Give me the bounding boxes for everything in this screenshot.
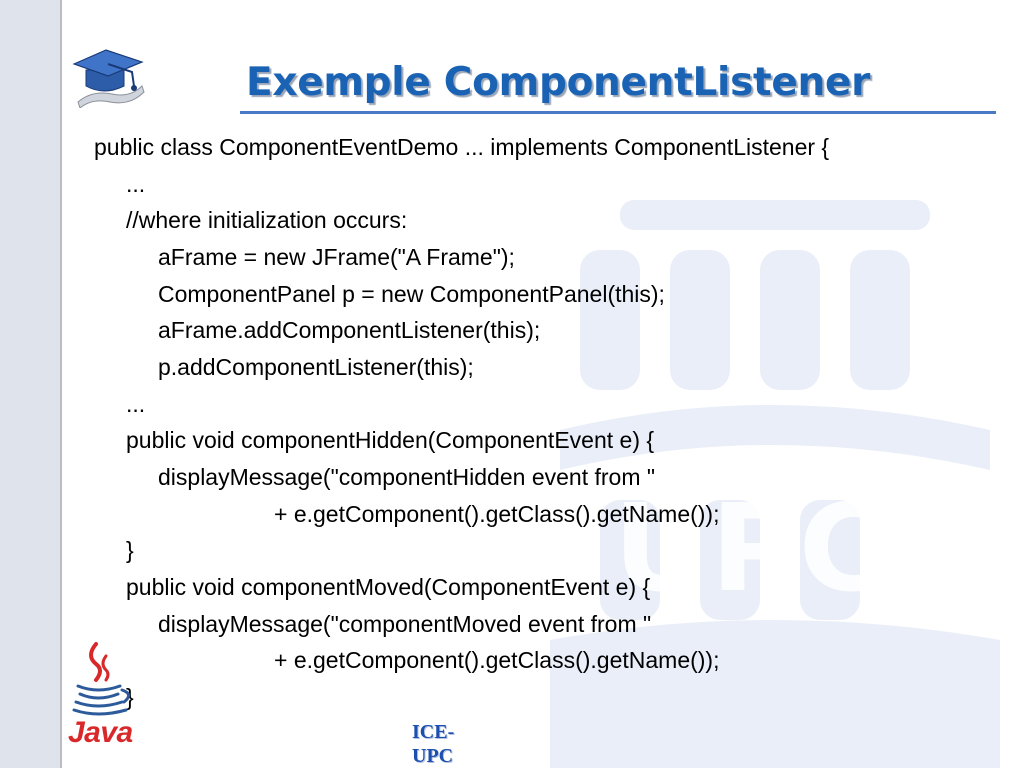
slide-title: Exemple ComponentListener <box>246 60 871 105</box>
code-line: ComponentPanel p = new ComponentPanel(th… <box>158 281 665 307</box>
code-line: public void componentHidden(ComponentEve… <box>126 427 655 453</box>
java-logo-icon <box>72 642 130 716</box>
code-line: //where initialization occurs: <box>126 207 408 233</box>
graduation-cap-icon <box>72 49 145 108</box>
java-logo-text: Java <box>68 716 133 749</box>
upc-watermark: UPC <box>550 200 1000 768</box>
watermark-text: UPC <box>613 480 886 619</box>
code-line: displayMessage("componentMoved event fro… <box>158 611 652 637</box>
title-underline <box>240 111 996 114</box>
code-line: ... <box>126 171 146 197</box>
code-line: displayMessage("componentHidden event fr… <box>158 464 656 490</box>
code-line: aFrame = new JFrame("A Frame"); <box>158 244 515 270</box>
code-line: public void componentMoved(ComponentEven… <box>126 574 651 600</box>
footer-line-2: UPC <box>412 745 454 767</box>
footer-line-1: ICE- <box>412 721 455 743</box>
code-line: } <box>126 684 134 710</box>
code-line: + e.getComponent().getClass().getName())… <box>274 647 720 673</box>
footer-ice-upc: ICE- UPC <box>412 720 462 768</box>
left-margin-band <box>0 0 62 768</box>
code-line: p.addComponentListener(this); <box>158 354 474 380</box>
code-line: public class ComponentEventDemo ... impl… <box>94 134 830 160</box>
code-line: ... <box>126 391 146 417</box>
code-line: aFrame.addComponentListener(this); <box>158 317 541 343</box>
code-line: + e.getComponent().getClass().getName())… <box>274 501 720 527</box>
code-line: } <box>126 537 134 563</box>
